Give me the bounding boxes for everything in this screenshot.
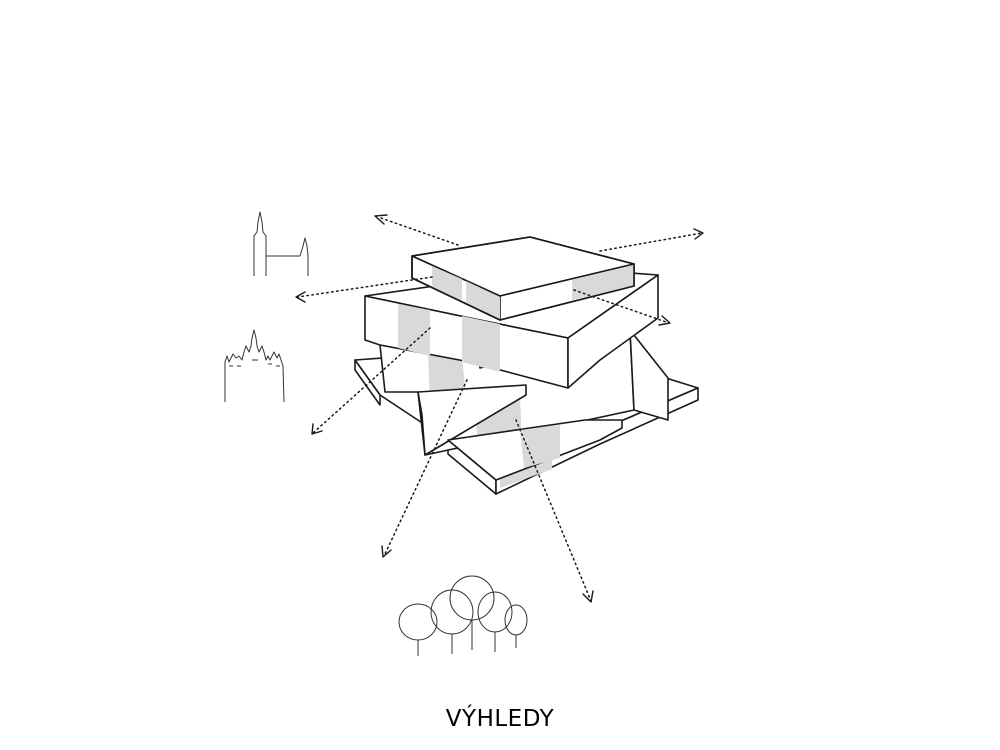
view-arrow-left — [295, 276, 433, 303]
block-top — [411, 236, 635, 321]
view-arrow-right — [573, 289, 671, 326]
view-arrow-down-left — [381, 379, 468, 558]
trees-icon — [398, 575, 528, 656]
view-arrow-lower-left — [311, 327, 431, 435]
church-silhouette-icon — [253, 211, 309, 276]
view-arrow-upper-left — [374, 214, 459, 246]
castle-silhouette-icon — [224, 329, 285, 403]
view-arrows — [295, 214, 704, 603]
view-arrow-upper-right — [599, 228, 704, 252]
building-stack — [354, 236, 699, 495]
view-arrow-down-right — [515, 419, 594, 603]
diagram-caption: VÝHLEDY — [445, 706, 555, 732]
